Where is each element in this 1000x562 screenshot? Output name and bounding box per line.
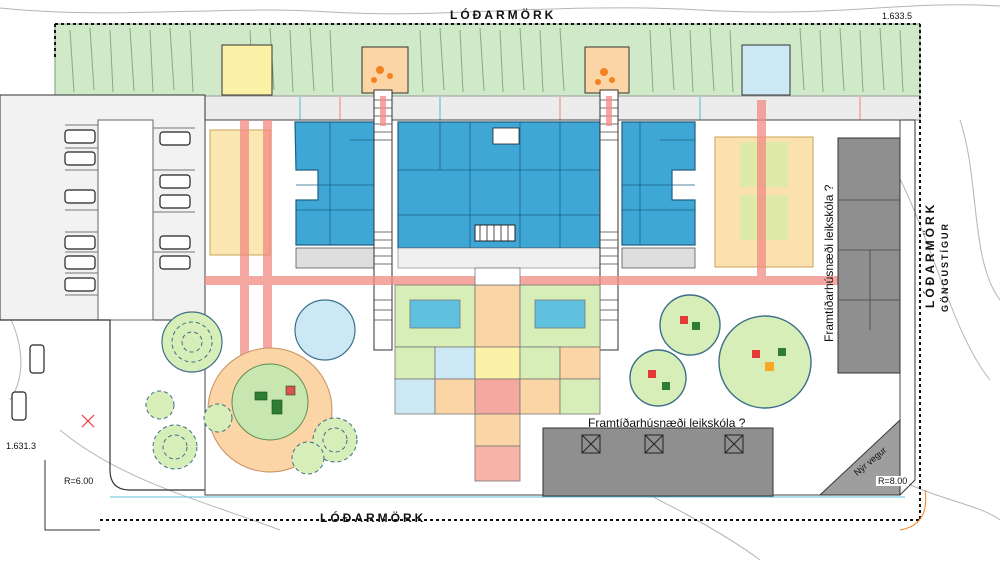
radius-right: R=8.00: [876, 476, 910, 486]
stair-treads: [479, 225, 509, 241]
parking-stalls: [65, 124, 195, 296]
play-equipment-top: [371, 66, 615, 85]
future-building-label-right: Framtíðarhúsnæði leikskóla ?: [822, 184, 836, 342]
terrace-right: [621, 247, 696, 269]
orange-curve: [899, 489, 927, 531]
boundary-label-top: LÓÐARMÖRK: [450, 8, 557, 22]
central-arrival: [474, 267, 521, 286]
central-play-grid: [394, 284, 601, 482]
play-equipment-right: [648, 316, 786, 390]
top-plot-yellow: [221, 44, 273, 96]
boundary-label-right: LÓÐARMÖRK: [923, 201, 937, 308]
future-building-bottom-marks: [581, 434, 744, 454]
top-plot-blue: [741, 44, 791, 96]
entrance-stairs: [474, 224, 516, 242]
future-building-right: [837, 137, 901, 374]
terrace-center: [397, 247, 601, 269]
pink-axes: [205, 96, 875, 355]
elevation-top-right: 1.633.5: [882, 11, 913, 21]
left-play-area: [145, 299, 358, 475]
future-building-label-bottom: Framtíðarhúsnæði leikskóla ?: [588, 416, 746, 430]
top-plot-orange-1: [361, 46, 409, 94]
access-road-left: [0, 319, 290, 491]
inner-courtyard-stairs: [492, 127, 520, 145]
future-building-right-walls: [838, 199, 900, 330]
play-equipment-left: [254, 385, 296, 415]
red-cross-marker: [81, 414, 95, 428]
building-interior-walls: [296, 122, 695, 248]
parked-cars: [11, 129, 191, 421]
top-plot-orange-2: [584, 46, 630, 94]
radius-left: R=6.00: [62, 476, 96, 486]
footpath-label-right: GÖNGUSTÍGUR: [940, 221, 950, 312]
elevation-left: 1.631.3: [6, 441, 37, 451]
terrace-left: [295, 247, 375, 269]
school-building: [294, 121, 696, 249]
right-site-edge: [899, 119, 916, 496]
future-building-bottom: [542, 427, 774, 497]
access-road-left-2: [44, 460, 100, 531]
boundary-label-bottom: LÓÐARMÖRK: [320, 511, 427, 525]
parking-lane: [97, 119, 154, 321]
